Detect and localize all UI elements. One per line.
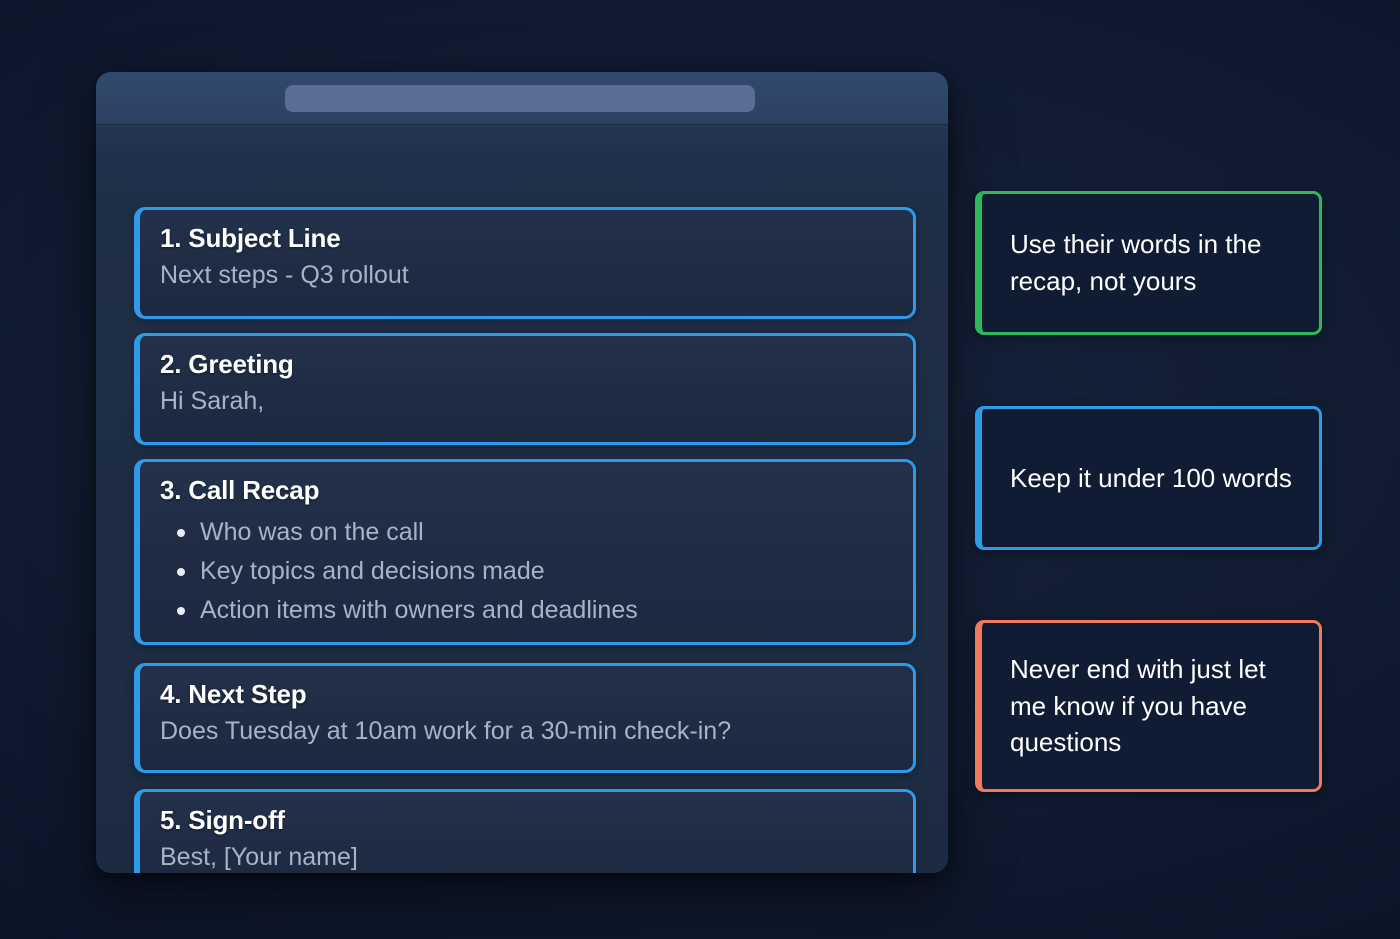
email-outline-window: 1. Subject Line Next steps - Q3 rollout … bbox=[96, 72, 948, 873]
list-item-label: Key topics and decisions made bbox=[200, 557, 545, 586]
bullet-dot-icon bbox=[177, 568, 185, 577]
callout-never-end-with[interactable]: Never end with just let me know if you h… bbox=[975, 620, 1322, 792]
section-title: 3. Call Recap bbox=[160, 475, 320, 505]
bullet-dot-icon bbox=[177, 529, 185, 538]
list-item: Key topics and decisions made bbox=[160, 552, 893, 591]
callout-text: Keep it under 100 words bbox=[1010, 462, 1292, 493]
section-card-sign-off[interactable]: 5. Sign-off Best, [Your name] bbox=[134, 789, 916, 873]
callout-use-their-words[interactable]: Use their words in the recap, not yours bbox=[975, 191, 1322, 335]
section-bullet-list: Who was on the call Key topics and decis… bbox=[160, 513, 893, 630]
window-body: 1. Subject Line Next steps - Q3 rollout … bbox=[96, 125, 948, 873]
list-item: Action items with owners and deadlines bbox=[160, 591, 893, 630]
list-item-label: Action items with owners and deadlines bbox=[200, 596, 638, 625]
callout-keep-it-under-100-words[interactable]: Keep it under 100 words bbox=[975, 406, 1322, 550]
section-card-call-recap[interactable]: 3. Call Recap Who was on the call Key to… bbox=[134, 459, 916, 645]
section-title: 1. Subject Line bbox=[160, 223, 341, 253]
section-title: 5. Sign-off bbox=[160, 805, 285, 835]
section-card-subject-line[interactable]: 1. Subject Line Next steps - Q3 rollout bbox=[134, 207, 916, 319]
list-item-label: Who was on the call bbox=[200, 518, 424, 547]
callout-text: Use their words in the recap, not yours bbox=[1010, 229, 1262, 296]
section-title: 2. Greeting bbox=[160, 349, 294, 379]
titlebar-placeholder-bar bbox=[285, 85, 755, 112]
section-card-greeting[interactable]: 2. Greeting Hi Sarah, bbox=[134, 333, 916, 445]
section-subtitle: Best, [Your name] bbox=[160, 843, 358, 872]
callout-text: Never end with just let me know if you h… bbox=[1010, 653, 1266, 758]
section-subtitle: Next steps - Q3 rollout bbox=[160, 261, 409, 290]
section-title: 4. Next Step bbox=[160, 679, 307, 709]
section-subtitle: Does Tuesday at 10am work for a 30-min c… bbox=[160, 717, 732, 746]
bullet-dot-icon bbox=[177, 607, 185, 616]
section-subtitle: Hi Sarah, bbox=[160, 387, 265, 416]
section-card-next-step[interactable]: 4. Next Step Does Tuesday at 10am work f… bbox=[134, 663, 916, 773]
list-item: Who was on the call bbox=[160, 513, 893, 552]
window-titlebar[interactable] bbox=[96, 72, 948, 125]
